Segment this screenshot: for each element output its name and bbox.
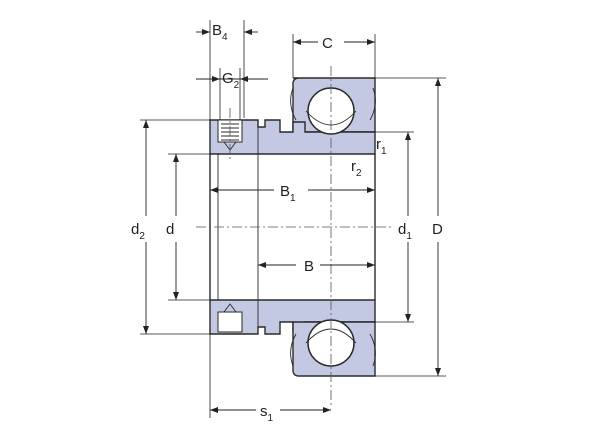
dim-g2 xyxy=(196,68,268,120)
dim-s1 xyxy=(209,334,331,418)
dim-d2 xyxy=(140,119,210,335)
label-g2: G2 xyxy=(222,70,240,91)
label-c: C xyxy=(322,35,333,52)
label-d2: d2 xyxy=(131,221,145,242)
label-d1: d1 xyxy=(398,221,412,242)
dim-c xyxy=(292,34,376,78)
dim-d1 xyxy=(375,131,414,323)
label-b1: B1 xyxy=(280,183,296,204)
label-r2: r2 xyxy=(351,158,362,179)
label-s1: s1 xyxy=(260,403,274,424)
dim-b xyxy=(258,262,375,268)
label-b: B xyxy=(304,258,314,275)
dim-d xyxy=(168,153,210,301)
label-r1: r1 xyxy=(376,136,387,157)
label-d: d xyxy=(166,221,174,238)
dim-big-d xyxy=(375,77,446,377)
label-big-d: D xyxy=(432,221,443,238)
label-b4: B4 xyxy=(212,22,228,43)
dim-b1 xyxy=(210,187,375,193)
dim-b4 xyxy=(196,20,258,120)
seal-top xyxy=(290,87,376,121)
seal-bottom xyxy=(290,333,376,367)
